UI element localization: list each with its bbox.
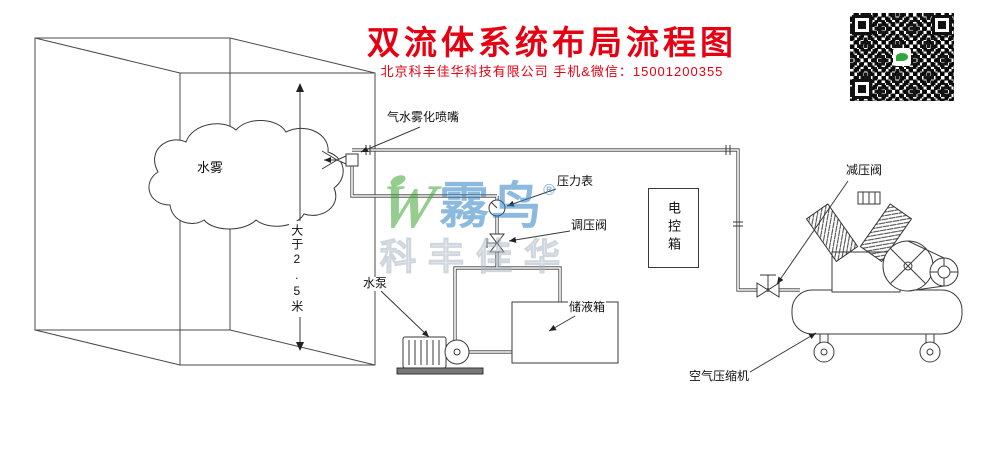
height-dimension-label: 大于2.5米 [289,221,304,317]
pressure-gauge-label: 压力表 [556,174,595,189]
page-subtitle: 北京科丰佳华科技有限公司 手机&微信：15001200355 [380,64,724,79]
spray-nozzle-symbol [321,150,359,170]
compressor-label: 空气压缩机 [688,369,751,384]
regulator-valve-symbol [486,233,506,253]
water-pump-symbol [396,336,484,375]
regulator-valve-label: 调压阀 [570,218,609,233]
reducer-valve-symbol [756,274,780,298]
nozzle-label: 气水雾化喷嘴 [386,110,461,125]
water-pump-label: 水泵 [362,276,389,291]
leader-lines [360,126,849,376]
qr-center-logo-icon [893,48,911,66]
mist-label: 水雾 [197,160,224,175]
mist-cloud [148,119,344,230]
air-compressor-symbol [791,191,963,363]
pressure-gauge-symbol [488,199,506,217]
control-box: 电控箱 [648,188,699,268]
storage-tank-label: 储液箱 [568,300,607,315]
qr-finder-icon [852,79,872,99]
room-outline [34,37,376,366]
qr-code [850,13,954,101]
reducer-valve-label: 减压阀 [845,163,884,178]
page-title: 双流体系统布局流程图 [367,24,737,61]
qr-finder-icon [852,15,872,35]
qr-finder-icon [932,15,952,35]
